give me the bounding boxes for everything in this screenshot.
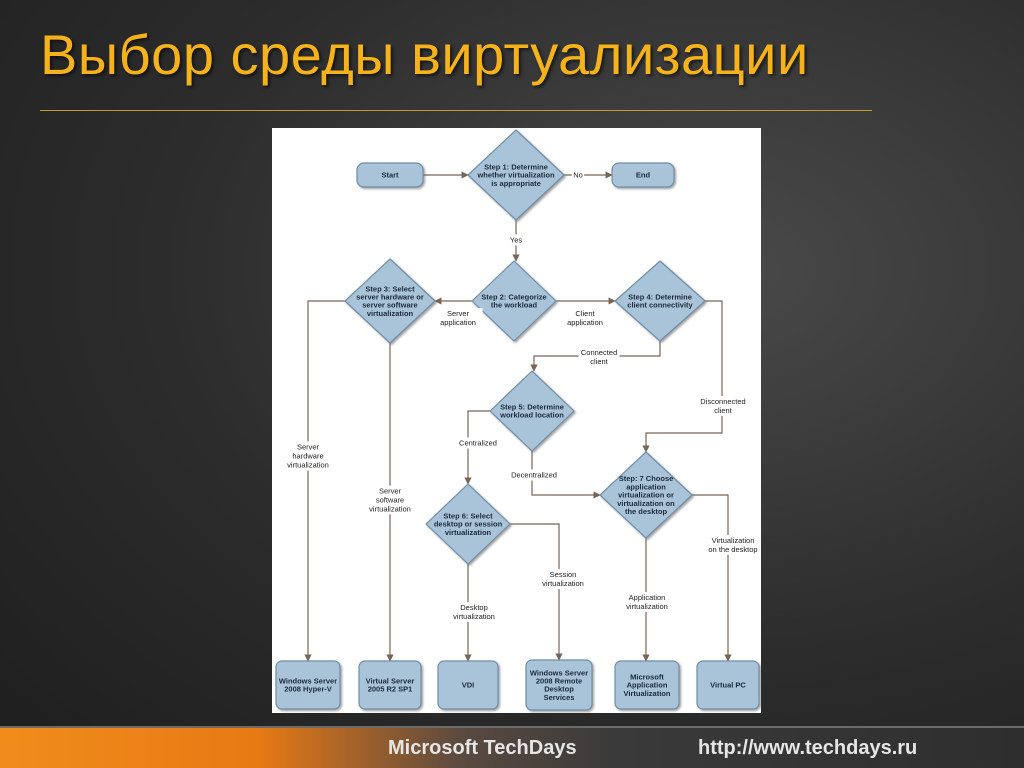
node-step2-shape [471,260,557,342]
node-end [611,162,675,188]
slide-title: Выбор среды виртуализации [40,23,809,86]
node-appv-shape [614,660,680,710]
edge-label-session_virt-bg [532,569,594,589]
node-step4 [614,260,706,342]
node-start-shape [356,162,424,188]
node-start [356,162,424,188]
node-step7-shape [599,451,693,539]
edge-step7-to-vpc [692,494,732,662]
edge-label-app_virt-bg [616,592,678,612]
node-step5-shape [489,370,575,452]
node-step1 [467,129,565,221]
node-end-label: End [636,171,651,180]
edge-label-centralized: Centralized [459,439,497,448]
edge-label-yes-bg [507,234,525,246]
node-step3-shape [344,258,436,344]
node-step3 [344,258,436,344]
node-vserver-shape [358,660,422,710]
edge-step5-to-step7 [531,451,601,499]
node-rds [525,659,593,711]
edge-label-decentralized-bg [505,469,563,481]
node-step6-shape [425,483,511,565]
edge-label-desktop_on-bg [702,535,761,555]
node-step4-shape [614,260,706,342]
edge-label-server_sw-bg [359,485,421,515]
node-appv [614,660,680,710]
edge-step5-to-step6 [464,410,490,485]
node-vpc [696,660,760,710]
node-start-label: Start [381,171,399,180]
edge-label-no: No [573,171,583,180]
edge-label-server_hw-bg [277,441,339,471]
edge-label-server_app-bg [433,308,483,328]
node-vdi-shape [437,660,499,710]
edge-label-decentralized: Decentralized [511,471,557,480]
node-step7 [599,451,693,539]
edge-label-desktop_virt-bg [443,602,505,622]
node-hyperv-shape [275,660,341,710]
node-vdi [437,660,499,710]
node-vpc-label: Virtual PC [710,681,746,690]
footer-brand: Microsoft TechDays [388,737,577,759]
node-vdi-label: VDI [462,681,475,690]
edge-label-client_app-bg [560,308,610,328]
footer-bar [0,728,1024,768]
node-rds-shape [525,659,593,711]
node-step6 [425,483,511,565]
edge-step3-to-hyperv [304,300,345,662]
footer-url: http://www.techdays.ru [698,737,918,759]
edge-label-disconnected-bg [696,396,750,416]
edge-step4-to-step7 [642,300,723,453]
node-vpc-shape [696,660,760,710]
footer-divider [0,726,1024,728]
edge-label-yes: Yes [510,236,522,245]
edge-label-no-bg [571,169,585,181]
title-divider [40,110,872,111]
node-step5 [489,370,575,452]
node-hyperv [275,660,341,710]
node-end-shape [611,162,675,188]
edge-step6-to-rds [510,523,563,661]
edge-label-centralized-bg [453,437,503,449]
node-vserver [358,660,422,710]
node-step2 [471,260,557,342]
node-step1-shape [467,129,565,221]
edge-label-connected-bg [578,347,620,367]
